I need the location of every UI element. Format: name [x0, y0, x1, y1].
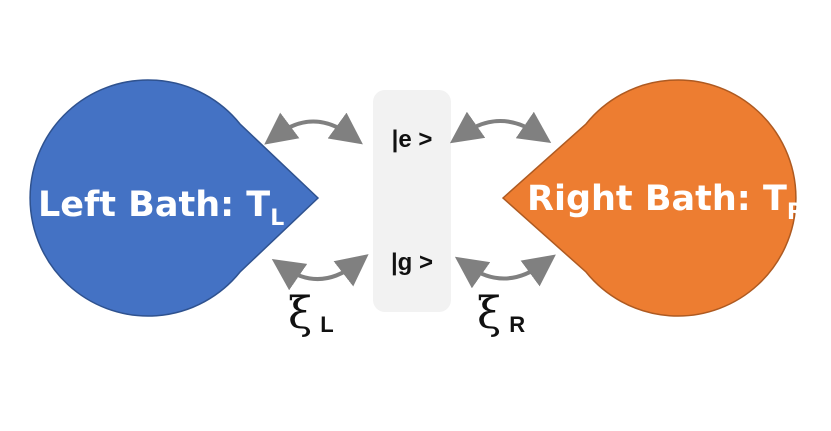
left-bath-label: Left Bath: TL: [38, 185, 284, 231]
right-upper-coupling-arrow: [449, 111, 552, 144]
left-bath-shape: [29, 79, 320, 317]
right-bath-subscript: R: [787, 200, 804, 225]
right-coupling-symbol: ξ: [477, 288, 501, 339]
ground-state-label: |g >: [391, 249, 433, 276]
right-bath-shape: [501, 79, 797, 317]
left-lower-coupling-arrow: [271, 254, 369, 291]
right-lower-coupling-arrow: [454, 254, 556, 289]
right-coupling-subscript: R: [509, 312, 525, 337]
two-level-system-box: [373, 90, 451, 312]
left-bath-label-text: Left Bath: T: [38, 185, 270, 225]
right-bath-label: Right Bath: TR: [527, 179, 804, 225]
left-bath-subscript: L: [270, 206, 284, 231]
left-coupling-symbol: ξ: [288, 288, 312, 339]
left-upper-coupling-arrow: [264, 112, 363, 145]
right-bath-label-text: Right Bath: T: [527, 179, 787, 219]
left-coupling-subscript: L: [320, 312, 333, 337]
excited-state-label: |e >: [392, 126, 433, 153]
